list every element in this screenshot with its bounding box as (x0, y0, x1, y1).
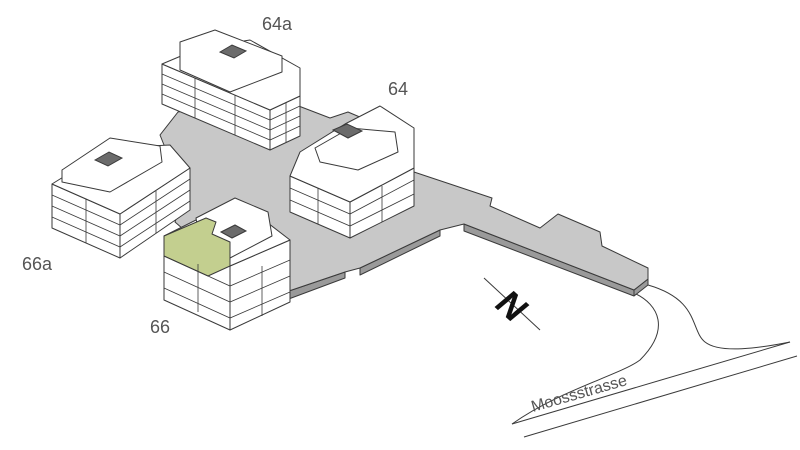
label-building-66: 66 (150, 317, 170, 337)
label-building-66a: 66a (22, 254, 53, 274)
north-arrow: N (483, 277, 541, 331)
building-66a (51, 137, 191, 259)
label-building-64a: 64a (262, 14, 293, 34)
building-64 (289, 105, 415, 239)
building-66 (163, 197, 291, 331)
road (511, 284, 798, 438)
label-building-64: 64 (388, 79, 408, 99)
building-64a (161, 29, 301, 151)
north-arrow-label: N (487, 284, 538, 328)
